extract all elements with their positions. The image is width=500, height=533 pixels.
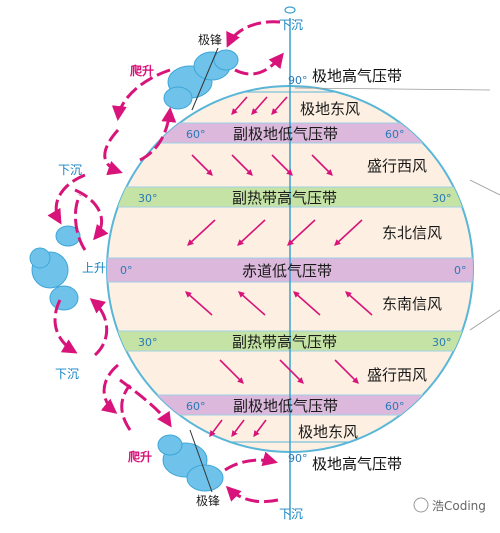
sink-top-label: 下沉 [279, 18, 303, 32]
westerly-arrows-south [219, 359, 359, 384]
polar-front-south-label: 极锋 [196, 494, 220, 508]
polar-east-bottom-label: 极地东风 [298, 423, 358, 441]
rise-north-label: 爬升 [129, 63, 154, 78]
se-trade-arrows [185, 291, 373, 316]
ne-trades-label: 东北信风 [382, 224, 442, 242]
subpolar-low-bottom-label: 副极地低气压带 [233, 397, 338, 415]
lat-30n-right: 30° [432, 192, 452, 205]
cloud-north [163, 49, 239, 110]
rotation-icon [284, 6, 296, 14]
polar-front-north [191, 47, 219, 111]
lat-30s-right: 30° [432, 336, 452, 349]
watermark: 浩Coding [413, 497, 486, 513]
cloud-south [157, 434, 224, 492]
lat-0-left: 0° [120, 264, 133, 277]
sink-left-north-label: 下沉 [58, 163, 82, 177]
subpolar-low-top-label: 副极地低气压带 [233, 125, 338, 143]
watermark-text: 浩Coding [432, 499, 486, 513]
lat-60s-right: 60° [385, 400, 405, 413]
sink-bottom-label: 下沉 [279, 507, 303, 521]
circulation-cells [47, 20, 284, 504]
lat-90-bottom: 90° [288, 452, 308, 465]
lat-60n-left: 60° [186, 128, 206, 141]
polar-east-arrows-north [231, 96, 288, 115]
rise-south-label: 爬升 [127, 449, 152, 464]
lat-30n-left: 30° [138, 192, 158, 205]
lat-60n-right: 60° [385, 128, 405, 141]
ne-trade-arrows [187, 219, 363, 246]
subtropical-high-bottom-label: 副热带高气压带 [232, 333, 337, 351]
se-trades-label: 东南信风 [382, 295, 442, 313]
lat-60s-left: 60° [186, 400, 206, 413]
lat-0-right: 0° [454, 264, 467, 277]
sink-left-south-label: 下沉 [55, 367, 79, 381]
polar-front-north-label: 极锋 [198, 33, 222, 47]
westerlies-bottom-label: 盛行西风 [367, 366, 427, 384]
polar-front-south [189, 429, 213, 493]
lat-30s-left: 30° [138, 336, 158, 349]
westerlies-top-label: 盛行西风 [367, 157, 427, 175]
polar-high-top-label: 极地高气压带 [312, 67, 402, 85]
polar-east-arrows-south [209, 419, 267, 438]
polar-east-top-label: 极地东风 [300, 100, 360, 118]
subtropical-high-top-label: 副热带高气压带 [232, 189, 337, 207]
cloud-equator [29, 225, 81, 311]
lat-90-top: 90° [288, 74, 308, 87]
westerly-arrows-north [191, 154, 333, 176]
equatorial-low-label: 赤道低气压带 [242, 262, 332, 280]
rise-equator-label: 上升 [82, 261, 106, 275]
polar-high-bottom-label: 极地高气压带 [312, 455, 402, 473]
